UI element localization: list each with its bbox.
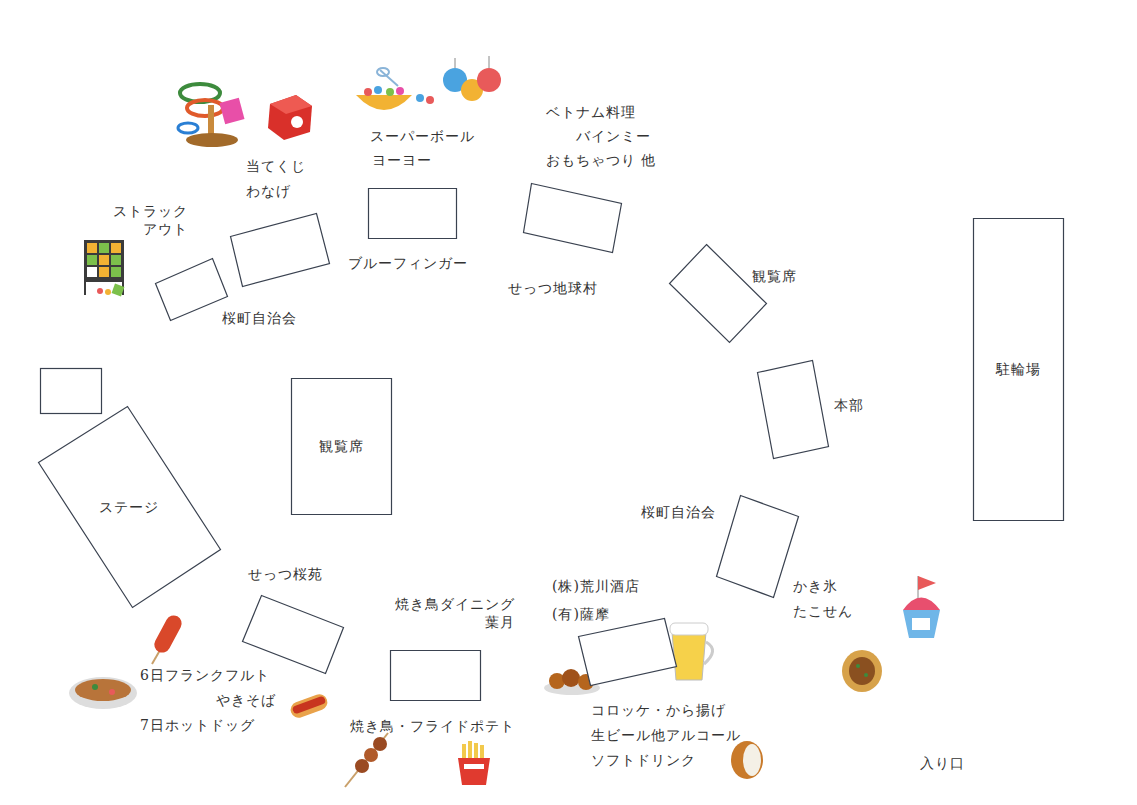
stall-label: せっつ桜苑 — [248, 565, 323, 583]
box-outline — [578, 618, 678, 687]
stall-label: バインミー — [576, 127, 651, 145]
stall-label: おもちゃつり 他 — [546, 151, 656, 169]
box-outline-shape — [717, 496, 799, 598]
stall-label: ストラック アウト — [88, 202, 188, 238]
stall-label: 6日フランクフルト — [140, 666, 270, 684]
stall-label: スーパーボール — [370, 127, 475, 145]
stall-box: 当てくじわなげ桜町自治会 — [230, 213, 329, 286]
box-outline-shape — [391, 651, 481, 701]
box-outline — [669, 244, 768, 344]
box-outline-shape — [579, 619, 677, 686]
stall-label: 駐輪場 — [996, 360, 1041, 378]
empty-box — [41, 369, 102, 414]
stall-label: (株)荒川酒店 — [552, 577, 640, 595]
box-outline — [716, 495, 800, 599]
box-outline — [390, 650, 482, 702]
box-outline-shape — [974, 219, 1064, 521]
stall-label: 観覧席 — [319, 437, 364, 455]
yakisoba-icon — [69, 677, 137, 709]
box-outline — [155, 258, 229, 322]
yakitori-icon — [345, 733, 388, 787]
ring-toss-icon — [178, 84, 245, 147]
box-outline-shape — [243, 596, 344, 674]
stall-label: ヨーヨー — [372, 151, 432, 169]
box-outline-shape — [156, 259, 228, 321]
stall-box: 焼き鳥ダイニング 葉月焼き鳥・フライドポテト — [390, 650, 480, 700]
stall-label: 焼き鳥ダイニング 葉月 — [370, 595, 515, 631]
box-outline-shape — [524, 184, 622, 253]
box-outline-shape — [231, 214, 330, 287]
stall-label: ステージ — [99, 498, 159, 516]
croquette-icon — [731, 741, 763, 779]
stall-label: 桜町自治会 — [222, 309, 297, 327]
stall-label: 本部 — [834, 396, 864, 414]
stall-label: 観覧席 — [752, 267, 797, 285]
box-outline-shape — [758, 361, 829, 459]
stall-label: 当てくじ — [246, 157, 306, 175]
stall-label: わなげ — [246, 182, 291, 200]
stall-label: ブルーフィンガー — [348, 254, 468, 272]
box-outline — [523, 183, 623, 254]
stall-label: 焼き鳥・フライドポテト — [350, 717, 515, 735]
stall-label: かき氷 — [793, 577, 838, 595]
stall-box: ステージ — [38, 406, 220, 607]
stall-box: 本部 — [757, 360, 828, 458]
super-ball-icon — [356, 68, 434, 110]
map-label: 入り口 — [920, 754, 965, 772]
box-outline — [757, 360, 830, 460]
box-outline — [230, 213, 331, 288]
stall-box: (株)荒川酒店(有)薩摩コロッケ・から揚げ生ビール他アルコールソフトドリンク — [578, 618, 676, 685]
stall-label: 7日ホットドッグ — [140, 716, 255, 734]
yoyo-balloon-icon — [443, 56, 501, 101]
stall-box: ストラック アウト — [155, 258, 227, 320]
stall-label: やきそば — [216, 691, 276, 709]
stall-label: (有)薩摩 — [552, 605, 610, 623]
kakigori-icon — [903, 576, 940, 638]
box-outline-shape — [292, 379, 392, 515]
stall-label: ベトナム料理 — [546, 103, 636, 121]
strike-board-icon — [84, 240, 124, 296]
stall-box: せっつ桜苑6日フランクフルトやきそば7日ホットドッグ — [242, 595, 343, 673]
fries-icon — [458, 741, 490, 785]
stall-label: コロッケ・から揚げ — [591, 701, 726, 719]
box-outline — [242, 595, 345, 675]
stall-box: 観覧席 — [291, 378, 391, 514]
lottery-box-icon — [268, 95, 312, 140]
stall-label: たこせん — [793, 602, 853, 620]
stall-label: 桜町自治会 — [641, 503, 716, 521]
stall-label: 生ビール他アルコール — [591, 726, 741, 744]
box-outline-shape — [39, 407, 221, 608]
stall-box: ベトナム料理バインミーおもちゃつり 他せっつ地球村 — [523, 183, 621, 252]
stall-box: 桜町自治会かき氷たこせん — [716, 495, 798, 597]
stall-box: スーパーボールヨーヨーブルーフィンガー — [368, 188, 456, 238]
hotdog-icon — [288, 692, 329, 720]
frankfurt-icon — [152, 613, 185, 664]
box-outline — [368, 188, 458, 240]
stall-label: ソフトドリンク — [591, 751, 696, 769]
takosen-icon — [842, 650, 882, 692]
box-outline-shape — [369, 189, 457, 239]
stall-label: せっつ地球村 — [508, 279, 598, 297]
stall-box: 駐輪場 — [973, 218, 1063, 520]
beer-icon — [670, 623, 713, 680]
stall-box: 観覧席 — [669, 244, 766, 342]
box-outline-shape — [670, 245, 767, 343]
